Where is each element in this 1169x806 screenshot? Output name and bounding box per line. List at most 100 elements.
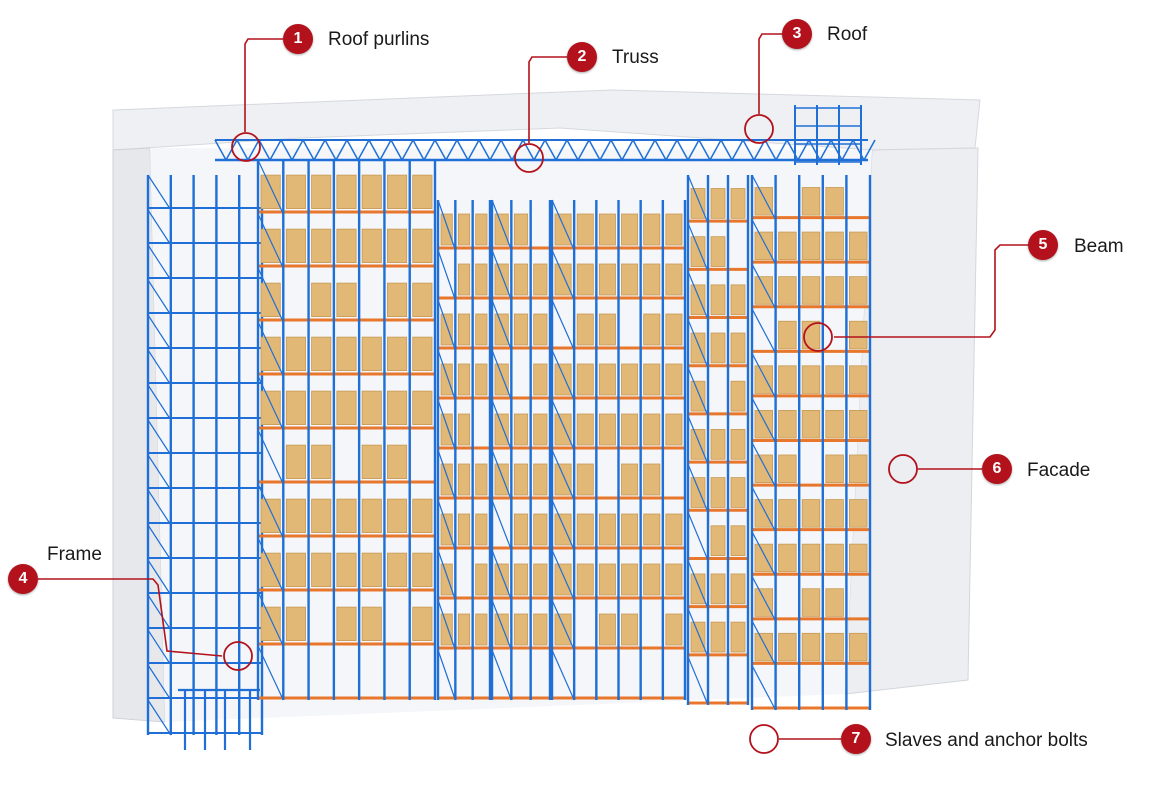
rack-brace	[551, 249, 575, 301]
pallet-box	[361, 552, 382, 587]
pallet-box	[457, 213, 471, 246]
rack-brace	[147, 209, 172, 246]
pallet-box	[554, 463, 572, 496]
pallet-box	[533, 613, 548, 646]
pallet-box	[475, 463, 488, 496]
pallet-box	[494, 413, 509, 446]
pallet-box	[778, 320, 797, 350]
pallet-box	[513, 263, 529, 296]
rack-brace	[147, 664, 172, 701]
pallet-box	[513, 613, 529, 646]
rack-brace	[147, 314, 172, 351]
rack-brace	[257, 591, 284, 647]
pallet-box	[554, 263, 572, 296]
rack-brace	[491, 199, 512, 251]
callout-label-beam: Beam	[1074, 236, 1124, 257]
pallet-box	[849, 409, 868, 439]
truss-web	[335, 139, 348, 161]
truss-web	[577, 139, 590, 161]
rack-brace	[147, 489, 172, 526]
pallet-box	[730, 284, 746, 316]
rack-brace	[751, 486, 777, 532]
callout-leaders	[38, 33, 1028, 754]
pallet-box	[387, 444, 408, 479]
pallet-box	[285, 606, 306, 641]
rack-brace	[751, 620, 777, 666]
rack-brace	[687, 608, 709, 658]
pallet-box	[475, 213, 488, 246]
pallet-box	[598, 563, 616, 596]
callout-badge-6: 6	[982, 454, 1012, 484]
truss-web	[423, 139, 436, 161]
pallet-box	[690, 621, 706, 653]
pallet-box	[260, 282, 281, 317]
pallet-box	[849, 543, 868, 573]
truss-web	[445, 139, 458, 161]
callout-number: 1	[293, 30, 303, 47]
pallet-box	[730, 573, 746, 605]
pallet-box	[533, 413, 548, 446]
truss-web	[610, 139, 623, 161]
callout-number: 3	[792, 25, 802, 42]
pallet-box	[754, 588, 774, 617]
pallet-box	[440, 463, 453, 496]
pallet-box	[513, 313, 529, 346]
pallet-box	[754, 365, 774, 394]
leader-line	[834, 244, 1028, 338]
pallet-box	[730, 621, 746, 653]
rack-brace	[257, 645, 284, 701]
pallet-box	[849, 632, 868, 662]
pallet-box	[311, 282, 332, 317]
pallet-box	[336, 552, 357, 587]
leader-line	[528, 56, 567, 143]
pallet-box	[754, 187, 774, 216]
pallet-box	[513, 413, 529, 446]
pallet-box	[533, 363, 548, 396]
rack-brace	[687, 463, 709, 513]
pallet-box	[710, 477, 726, 508]
pallet-box	[849, 365, 868, 394]
rack-brace	[551, 549, 575, 601]
leader-roof	[744, 33, 782, 144]
rack-brace	[257, 483, 284, 539]
pallet-box	[475, 613, 488, 646]
pallet-box	[513, 563, 529, 596]
pallet-box	[311, 444, 332, 479]
pallet-box	[457, 363, 471, 396]
truss-web	[357, 139, 370, 161]
pallet-box	[513, 463, 529, 496]
pallet-box	[849, 231, 868, 261]
rack-block	[550, 199, 687, 701]
pallet-box	[665, 313, 683, 346]
truss-web	[324, 139, 337, 161]
pallet-box	[598, 513, 616, 546]
pallet-box	[494, 263, 509, 296]
pallet-box	[665, 413, 683, 446]
rack-brace	[147, 419, 172, 456]
truss-web	[698, 139, 711, 161]
rack-brace	[437, 299, 456, 351]
rack-block	[686, 174, 750, 706]
callout-target-circle	[231, 132, 261, 162]
rack-brace	[147, 594, 172, 631]
pallet-box	[494, 563, 509, 596]
pallet-box	[801, 543, 821, 573]
rack-block	[490, 199, 552, 701]
callout-badge-2: 2	[567, 42, 597, 72]
rack-brace	[551, 299, 575, 351]
rack-brace	[257, 213, 284, 269]
pallet-box	[311, 390, 332, 425]
rack-brace	[751, 397, 777, 443]
pallet-box	[554, 613, 572, 646]
truss-web	[269, 139, 282, 161]
rack-brace	[437, 649, 456, 701]
pallet-box	[665, 563, 683, 596]
pallet-box	[754, 409, 774, 439]
truss-web	[566, 139, 579, 161]
rack-brace	[751, 219, 777, 265]
pallet-box	[311, 498, 332, 533]
rack-brace	[751, 174, 777, 220]
rack-brace	[491, 399, 512, 451]
rack-brace	[687, 222, 709, 272]
